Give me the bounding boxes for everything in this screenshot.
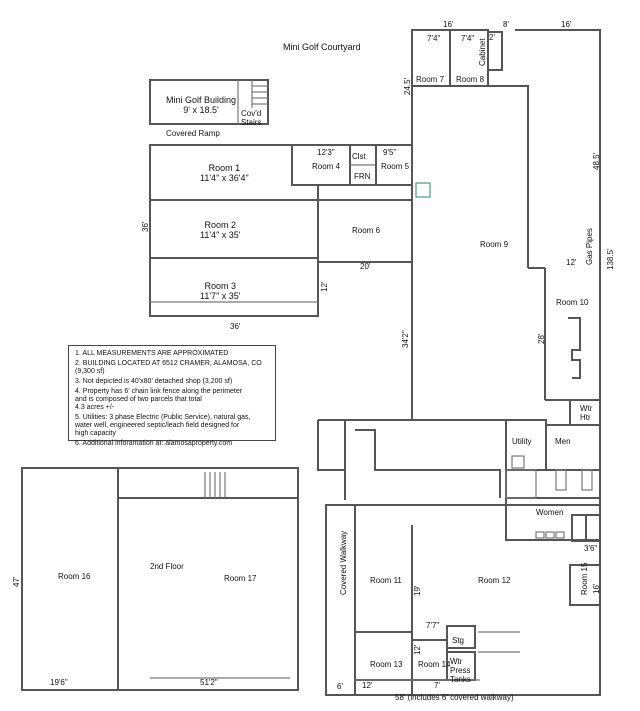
room-6-label: Room 6 bbox=[352, 226, 381, 235]
note-item: 5. Utilities: 3 phase Electric (Public S… bbox=[75, 414, 251, 437]
room-4-label: Room 4 bbox=[312, 162, 341, 171]
room-14-label: Room 14 bbox=[418, 660, 451, 669]
dim-label: 19' bbox=[413, 585, 422, 596]
dim-label: 8' bbox=[503, 20, 509, 29]
dim-label: 58' (includes 6' covered walkway) bbox=[395, 693, 514, 702]
note-item: 2. BUILDING LOCATED AT 6512 CRAMER, ALAM… bbox=[75, 360, 262, 375]
storage-label: Stg bbox=[452, 636, 465, 645]
note-item: 4. Property has 6' chain link fence alon… bbox=[75, 388, 243, 411]
dim-label: 12' bbox=[566, 258, 577, 267]
men-label: Men bbox=[555, 437, 571, 446]
room-17-label: Room 17 bbox=[224, 574, 257, 583]
note-item: 1. ALL MEASUREMENTS ARE APPROXIMATED bbox=[75, 350, 229, 357]
room-13-label: Room 13 bbox=[370, 660, 403, 669]
dim-label: 19'6" bbox=[50, 678, 68, 687]
gas-pipes-label: Gas Pipes bbox=[585, 228, 594, 265]
room-10-label: Room 10 bbox=[556, 298, 589, 307]
dim-label: 16' bbox=[443, 20, 454, 29]
dim-label: 3'6" bbox=[584, 544, 598, 553]
notes-box: 1. ALL MEASUREMENTS ARE APPROXIMATED 2. … bbox=[68, 345, 276, 447]
dim-label: 7'4" bbox=[461, 34, 475, 43]
covered-ramp-label: Covered Ramp bbox=[166, 129, 220, 138]
dim-label: 36' bbox=[230, 322, 241, 331]
dim-label: 6' bbox=[337, 682, 343, 691]
room-16-label: Room 16 bbox=[58, 572, 91, 581]
dim-label: 20' bbox=[360, 262, 371, 271]
dim-label: 16' bbox=[592, 583, 601, 594]
dim-label: 51'2" bbox=[200, 678, 218, 687]
dim-label: 12' bbox=[320, 281, 329, 292]
women-label: Women bbox=[536, 508, 564, 517]
dim-label: 12' bbox=[413, 644, 422, 655]
dim-label: 36' bbox=[141, 221, 150, 232]
room-9-label: Room 9 bbox=[480, 240, 509, 249]
dim-label: 34'2" bbox=[401, 330, 410, 348]
dim-label: 138.5' bbox=[606, 248, 615, 270]
courtyard-label: Mini Golf Courtyard bbox=[283, 42, 361, 52]
frn-label: FRN bbox=[354, 172, 371, 181]
dim-label: 2' bbox=[489, 33, 495, 42]
room-8-label: Room 8 bbox=[456, 75, 485, 84]
dim-label: 12' bbox=[362, 681, 373, 690]
dim-label: 9'5" bbox=[383, 148, 397, 157]
room-5-label: Room 5 bbox=[381, 162, 410, 171]
room-15-label: Room 15 bbox=[580, 562, 589, 595]
dim-label: 12'3" bbox=[317, 148, 335, 157]
room-11-label: Room 11 bbox=[370, 576, 402, 585]
water-heater-label: Wtr Htr bbox=[580, 404, 593, 422]
dim-label: 28' bbox=[537, 333, 546, 344]
note-item: 6. Additional inforamation at: alamosapr… bbox=[75, 440, 233, 447]
dim-label: 7' bbox=[434, 681, 440, 690]
covered-walkway-label: Covered Walkway bbox=[339, 530, 348, 595]
room-7-label: Room 7 bbox=[416, 75, 445, 84]
room-12-label: Room 12 bbox=[478, 576, 511, 585]
dim-label: 7'4" bbox=[427, 34, 441, 43]
closet-label: Clst bbox=[352, 152, 366, 161]
note-item: 3. Not depicted is 40'x80' detached shop… bbox=[75, 378, 233, 385]
covered-stairs-label: Cov'd Stairs bbox=[241, 109, 262, 127]
utility-label: Utility bbox=[512, 437, 532, 446]
cabinet-label: Cabinet bbox=[478, 38, 487, 66]
dim-label: 7'7" bbox=[426, 621, 440, 630]
dim-label: 48.5' bbox=[592, 152, 601, 170]
dim-label: 47' bbox=[12, 576, 21, 587]
water-press-tanks-label: Wtr Press Tanks bbox=[450, 657, 471, 684]
dim-label: 16' bbox=[561, 20, 572, 29]
dim-label: 24.5' bbox=[403, 77, 412, 95]
second-floor-label: 2nd Floor bbox=[150, 562, 184, 571]
